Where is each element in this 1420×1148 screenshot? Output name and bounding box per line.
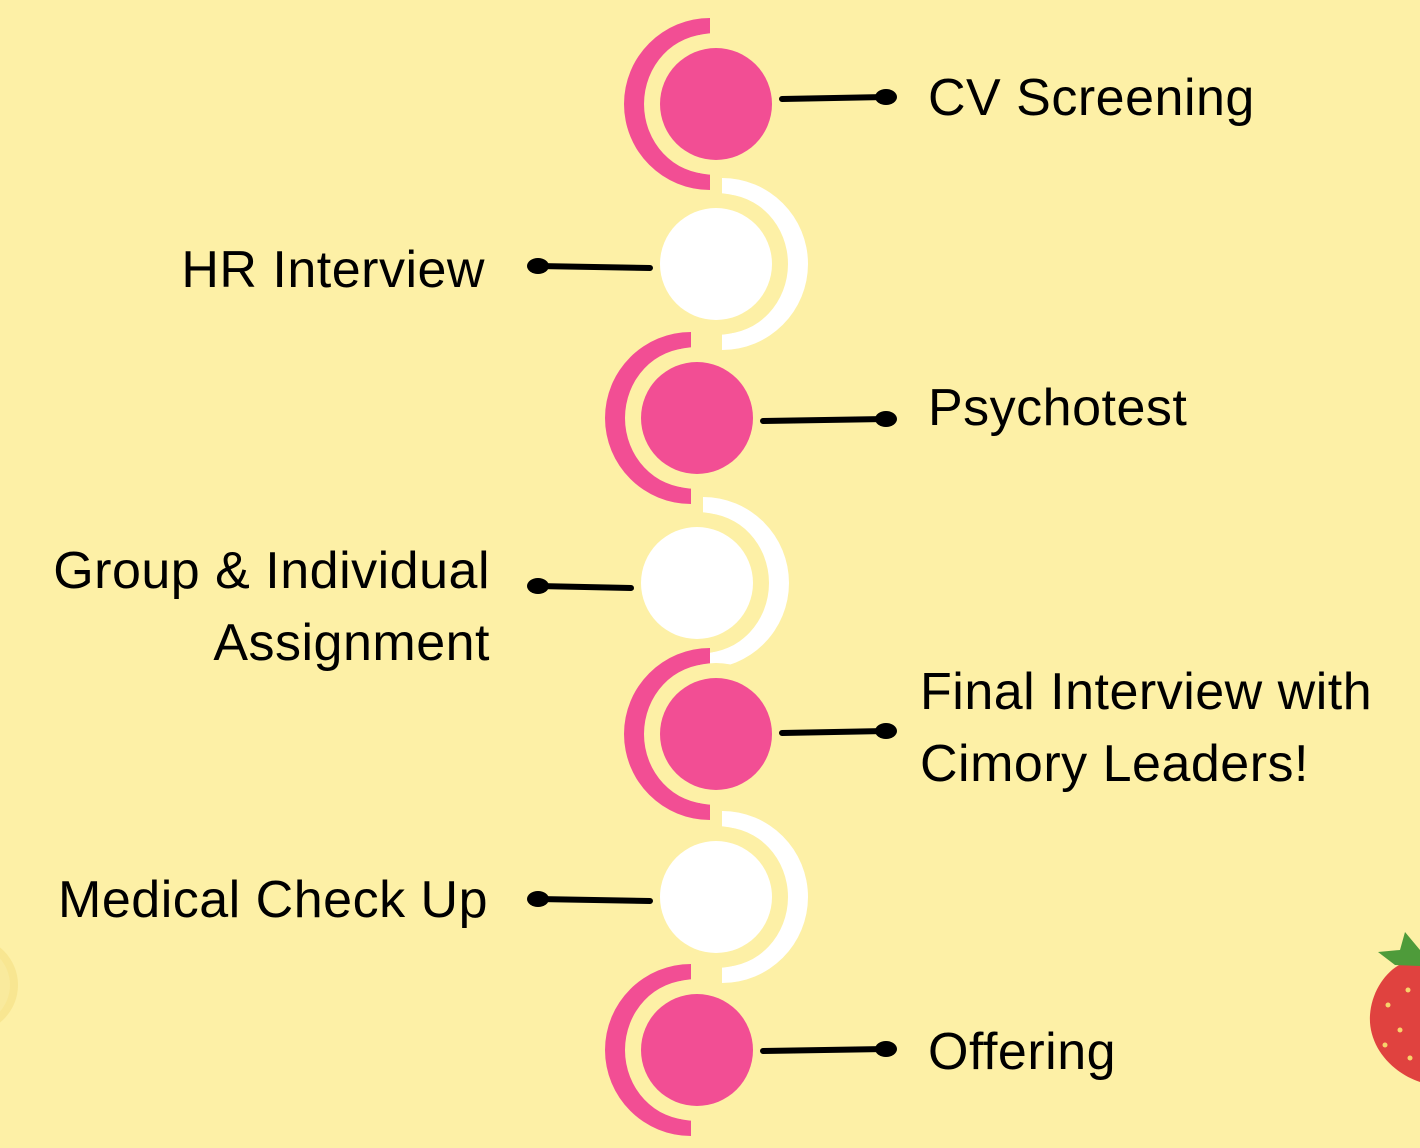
step-node-1 [624,18,897,190]
step-label-1: CV Screening [928,69,1255,127]
step-label-7: Offering [928,1023,1117,1081]
step-crescent [605,332,691,504]
step-label-5: Final Interview with Cimory Leaders! [920,663,1373,793]
step-label-6: Medical Check Up [58,871,488,929]
step-crescent [624,648,710,820]
step-crescent [722,178,808,350]
connector-dot [527,258,549,274]
connector-line [779,728,889,736]
connector-line [535,263,653,271]
step-node-4 [527,497,789,669]
step-label-4: Group & Individual Assignment [53,542,490,672]
step-circle [641,527,753,639]
step-crescent [605,964,691,1136]
step-circle [660,208,772,320]
step-label-2: HR Interview [181,241,485,299]
step-label-3: Psychotest [928,379,1188,437]
step-node-3 [605,332,897,504]
connector-line [535,896,653,904]
step-circle [641,994,753,1106]
connector-dot [527,891,549,907]
connector-line [535,583,634,591]
step-node-6 [527,811,808,983]
connector-dot [875,723,897,739]
strawberry-icon [1369,932,1420,1082]
step-node-7 [605,964,897,1136]
connector-dot [875,1041,897,1057]
step-node-5 [624,648,897,820]
lemon-slice-icon [0,947,18,1023]
step-circle [660,678,772,790]
step-circle [660,841,772,953]
step-circle [641,362,753,474]
connector-line [760,1046,889,1054]
connector-dot [875,89,897,105]
connector-line [760,416,889,424]
step-node-2 [527,178,808,350]
step-crescent [624,18,710,190]
step-crescent [722,811,808,983]
step-circle [660,48,772,160]
connector-dot [875,411,897,427]
step-crescent [703,497,789,669]
connector-dot [527,578,549,594]
connector-line [779,94,889,102]
